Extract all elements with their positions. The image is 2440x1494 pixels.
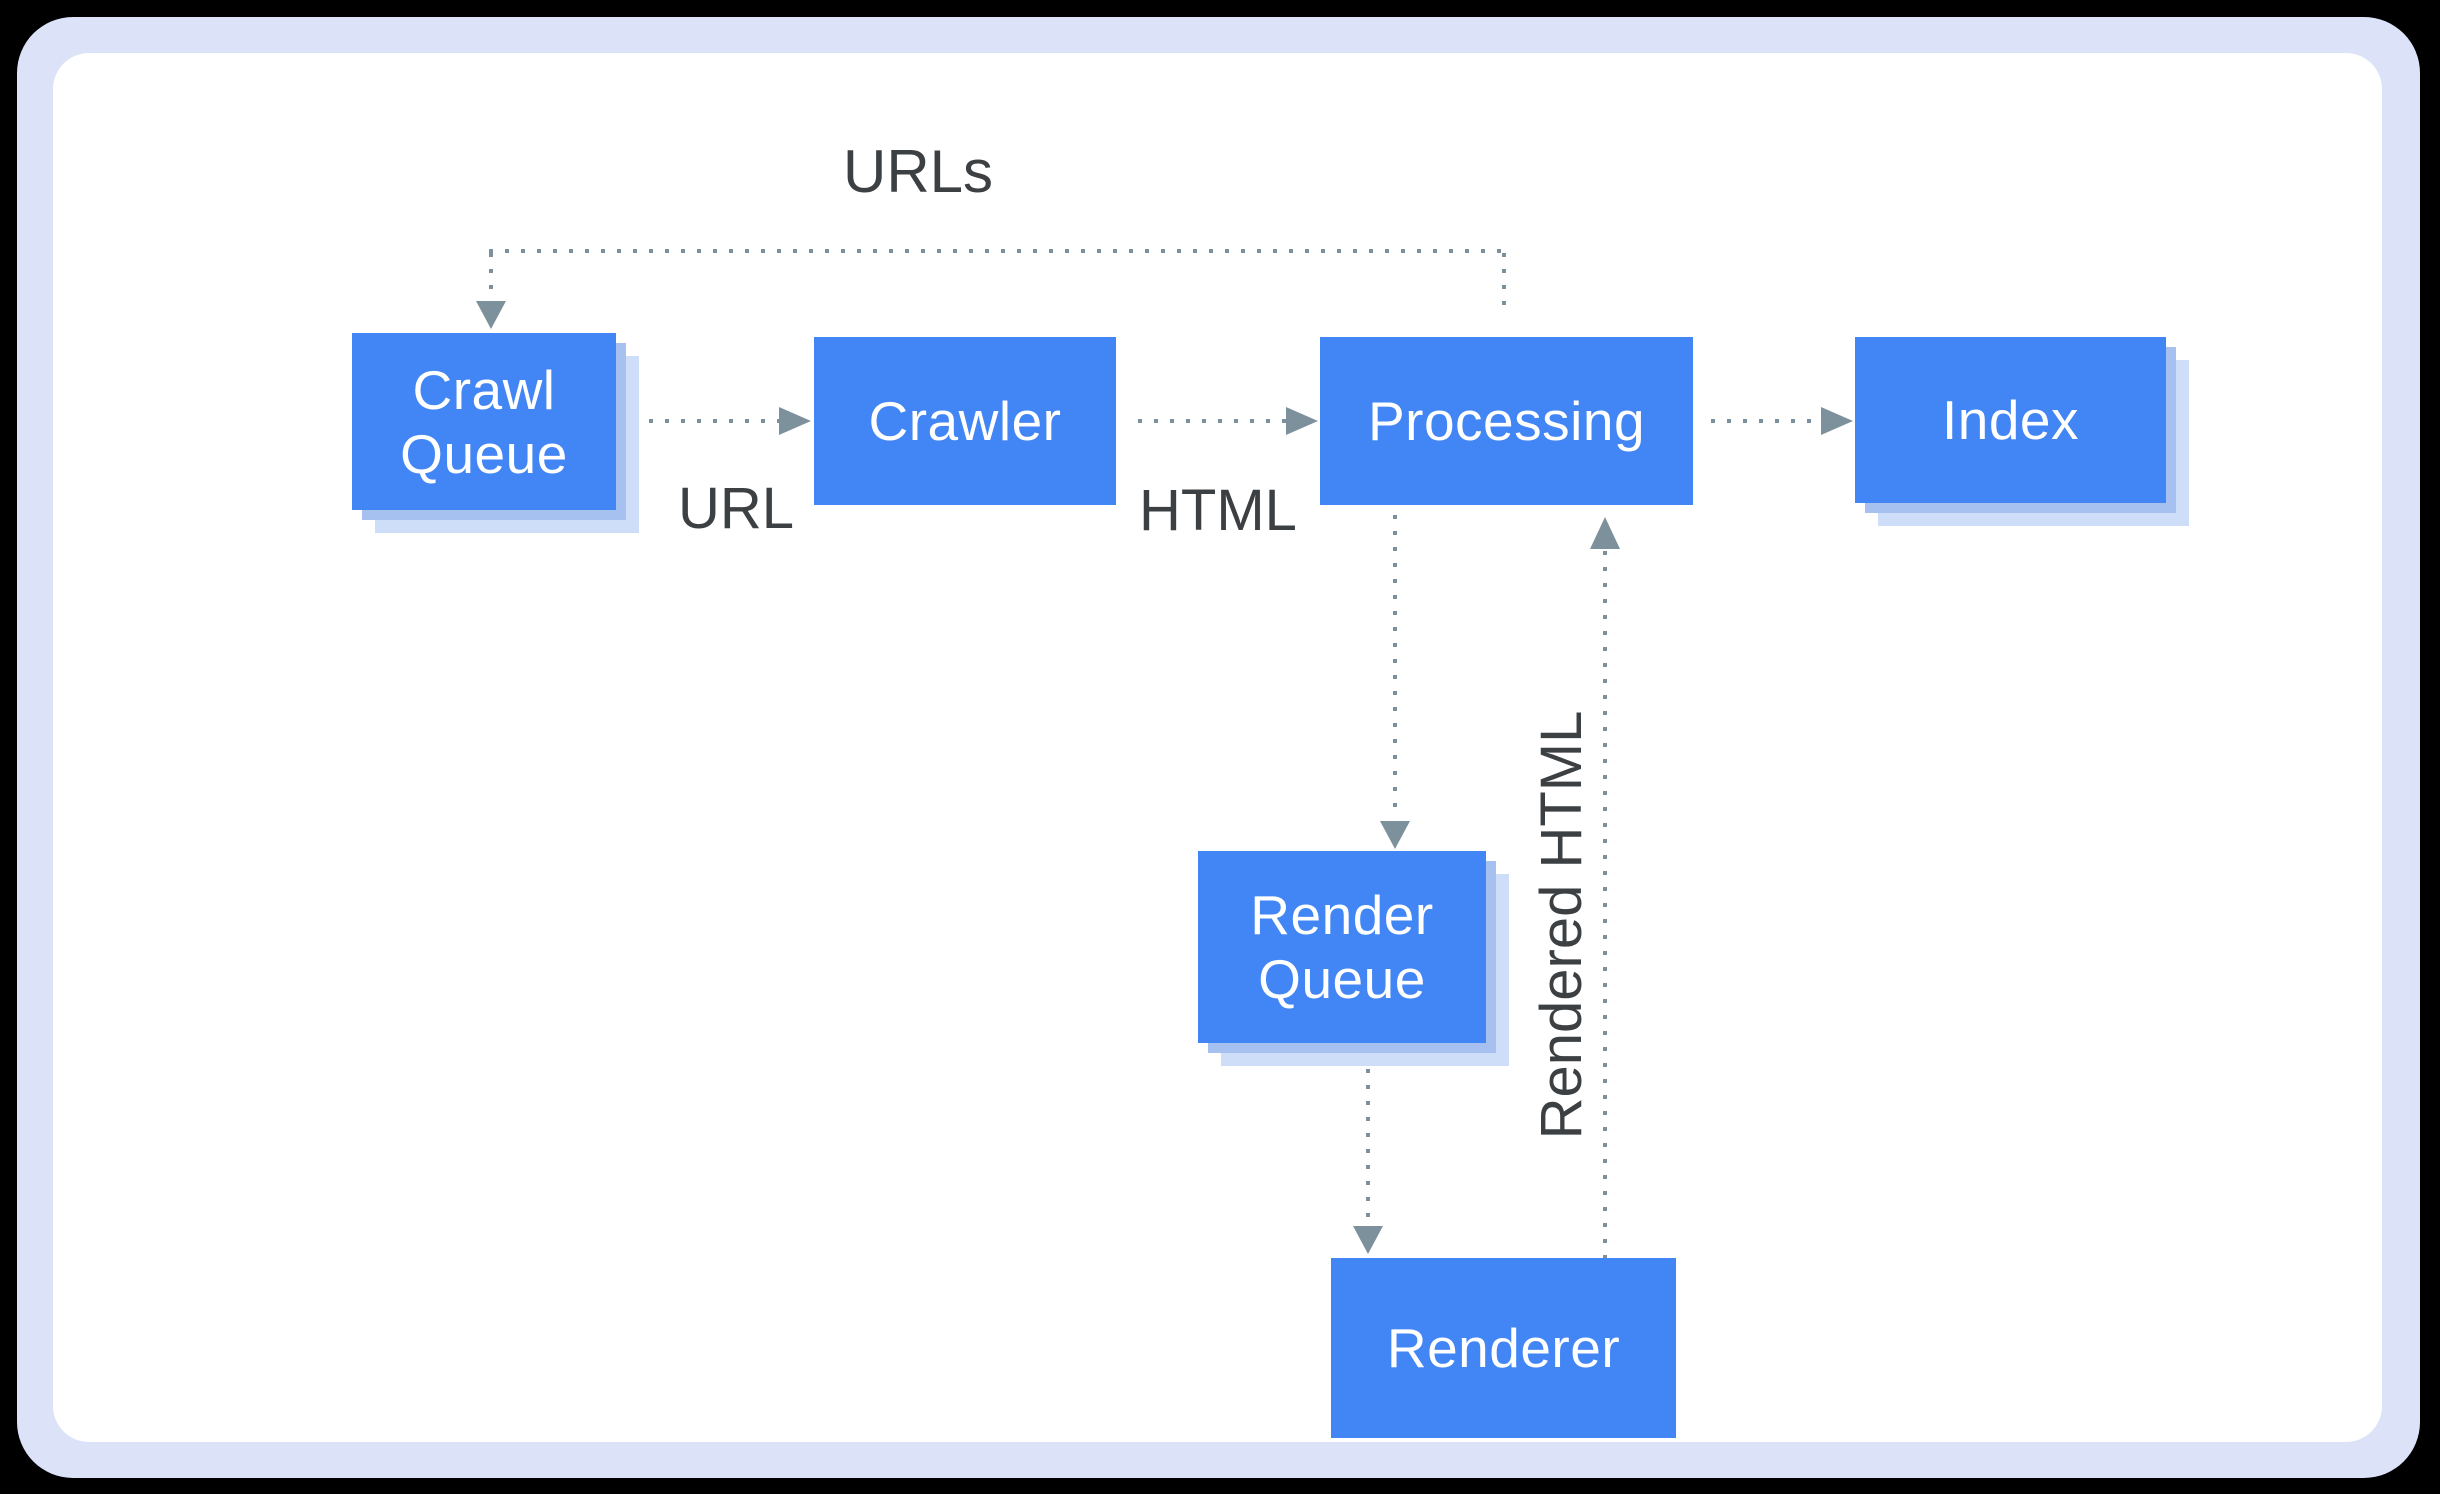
urls-edge-label: URLs: [843, 138, 994, 205]
node-crawler-label: Crawler: [868, 390, 1062, 452]
arrowhead-down-into-render-queue-icon: [1380, 821, 1410, 849]
rendered-html-edge-label: Rendered HTML: [1529, 710, 1594, 1140]
arrowhead-down-into-renderer-icon: [1353, 1226, 1383, 1254]
node-render-queue: Render Queue: [1198, 851, 1486, 1043]
node-crawl-queue: Crawl Queue: [352, 333, 616, 510]
renderer-to-processing-line: [1603, 551, 1607, 1258]
window-frame: URLs Crawl Queue URL Crawler HTML Proces…: [17, 17, 2420, 1478]
processing-to-index-line: [1711, 419, 1821, 423]
arrowhead-right-into-index-icon: [1821, 407, 1853, 435]
node-renderer-label: Renderer: [1386, 1317, 1621, 1379]
node-processing: Processing: [1320, 337, 1693, 505]
arrowhead-right-into-crawler-icon: [779, 407, 811, 435]
node-crawler: Crawler: [814, 337, 1116, 505]
node-index: Index: [1855, 337, 2166, 503]
processing-to-render-queue-line: [1393, 515, 1397, 815]
html-edge-label: HTML: [1139, 478, 1297, 543]
feedback-loop-left-vertical-line: [489, 253, 493, 299]
crawl-queue-to-crawler-line: [649, 419, 779, 423]
arrowhead-up-into-processing-icon: [1590, 517, 1620, 549]
crawler-to-processing-line: [1138, 419, 1286, 423]
feedback-loop-right-vertical-line: [1502, 253, 1506, 315]
node-index-label: Index: [1941, 389, 2080, 451]
arrowhead-down-into-crawl-queue-icon: [476, 301, 506, 329]
diagram-canvas: URLs Crawl Queue URL Crawler HTML Proces…: [53, 53, 2382, 1442]
node-render-queue-label: Render Queue: [1250, 884, 1434, 1010]
feedback-loop-horizontal-line: [489, 249, 1509, 253]
node-renderer: Renderer: [1331, 1258, 1676, 1438]
node-processing-label: Processing: [1367, 390, 1646, 452]
arrowhead-right-into-processing-icon: [1286, 407, 1318, 435]
node-crawl-queue-label: Crawl Queue: [400, 358, 568, 485]
url-edge-label: URL: [678, 476, 795, 541]
render-queue-to-renderer-line: [1366, 1069, 1370, 1224]
